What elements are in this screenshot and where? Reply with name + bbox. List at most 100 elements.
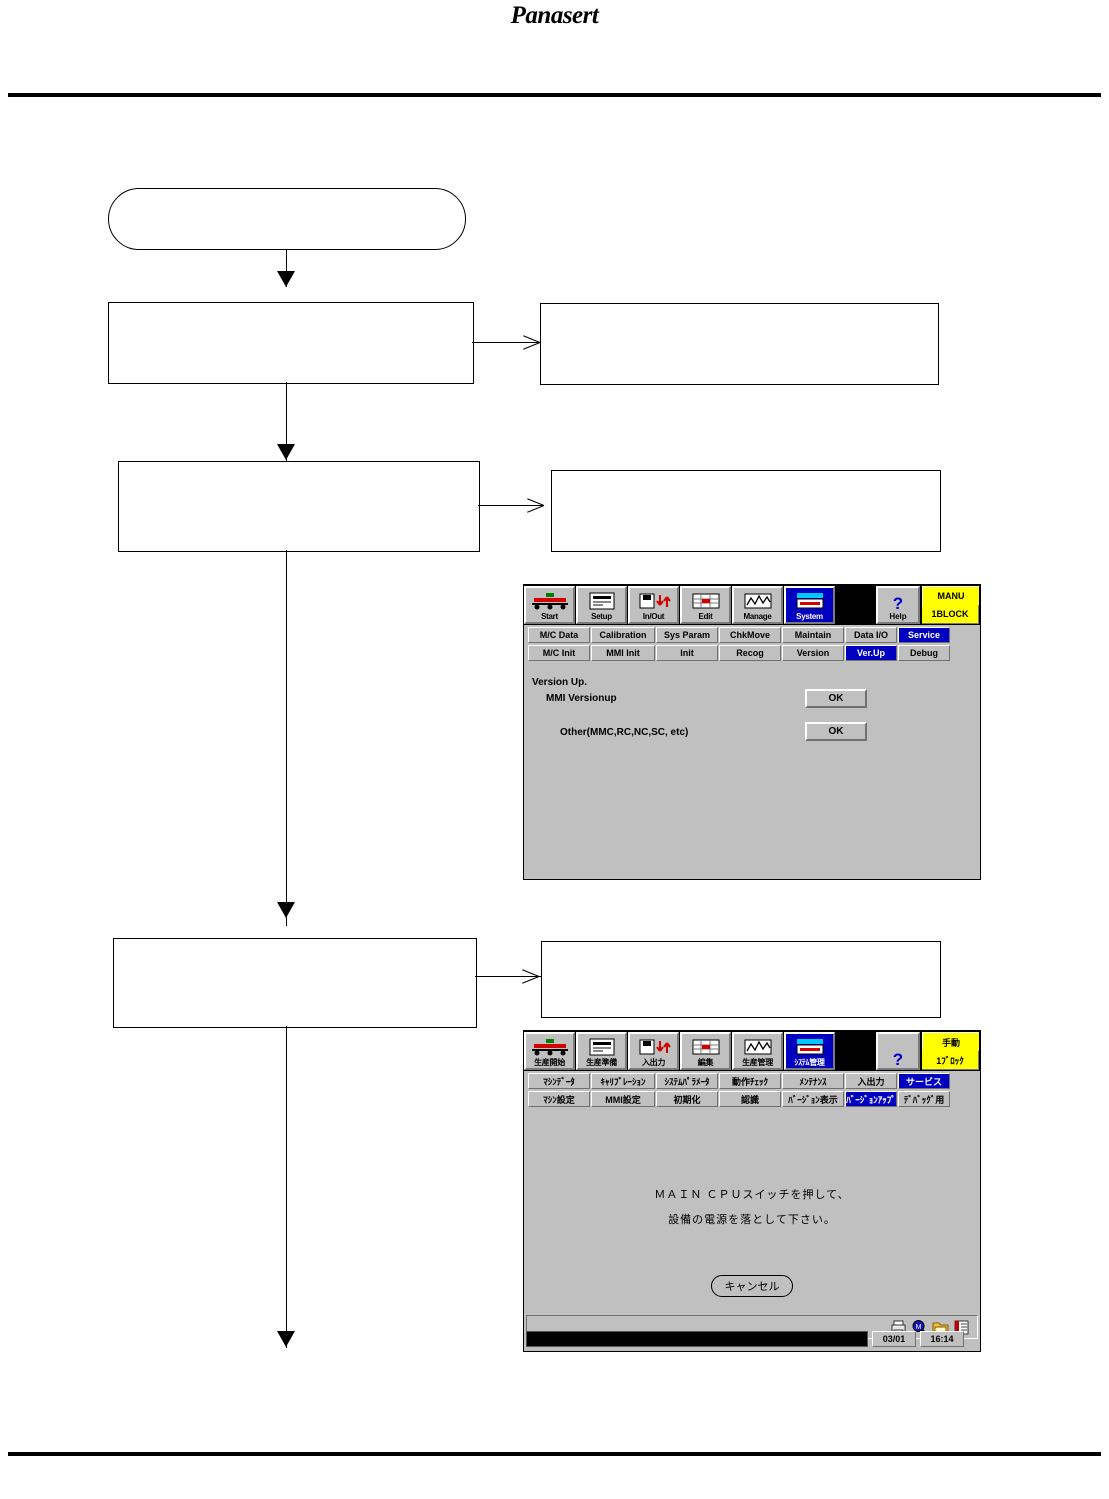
tab-sys-param[interactable]: Sys Param: [656, 627, 718, 643]
toolbar-button-label: System: [796, 612, 823, 621]
toolbar: 生産開始 生産準備: [524, 1031, 980, 1071]
tab-label: Debug: [910, 648, 938, 658]
monitor-icon: [788, 591, 832, 612]
button-label: OK: [828, 726, 844, 737]
tab-label: M/C Init: [542, 648, 576, 658]
help-button[interactable]: ?: [876, 1032, 920, 1070]
toolbar-button-system[interactable]: System: [784, 586, 835, 624]
flow-branch-line-2: [478, 505, 544, 506]
tab-operation-check[interactable]: 動作ﾁｪｯｸ: [719, 1073, 781, 1089]
toolbar-button-manage[interactable]: Manage: [732, 586, 783, 624]
tab-initialize[interactable]: 初期化: [656, 1091, 718, 1107]
chart-icon: [736, 591, 780, 612]
toolbar-spacer: [836, 1031, 876, 1071]
versionup-row-label-other: Other(MMC,RC,NC,SC, etc): [560, 727, 689, 738]
page-title: Panasert: [510, 2, 599, 29]
help-button[interactable]: ? Help: [876, 586, 920, 624]
tab-version-display[interactable]: ﾊﾞｰｼﾞｮﾝ表示: [782, 1091, 844, 1107]
tab-machine-data[interactable]: ﾏｼﾝﾃﾞｰﾀ: [528, 1073, 590, 1089]
toolbar: Start Setup: [524, 585, 980, 625]
tab-version-up[interactable]: ﾊﾞｰｼﾞｮﾝｱｯﾌﾟ: [845, 1091, 897, 1107]
tab-mc-init[interactable]: M/C Init: [528, 645, 590, 661]
toolbar-button-inout[interactable]: 入出力: [628, 1032, 679, 1070]
toolbar-button-manage[interactable]: 生産管理: [732, 1032, 783, 1070]
flow-connector-3: [286, 550, 287, 926]
tab-version[interactable]: Version: [782, 645, 844, 661]
versionup-ok-mmi[interactable]: OK: [805, 689, 867, 708]
tab-maintenance[interactable]: ﾒﾝﾃﾅﾝｽ: [782, 1073, 844, 1089]
tab-service[interactable]: Service: [898, 627, 950, 643]
tab-machine-setting[interactable]: ﾏｼﾝ設定: [528, 1091, 590, 1107]
tab-label: ﾊﾞｰｼﾞｮﾝ表示: [788, 1094, 838, 1105]
tab-system-param[interactable]: ｼｽﾃﾑﾊﾟﾗﾒｰﾀ: [656, 1073, 718, 1089]
tab-label: 認識: [740, 1094, 759, 1105]
tab-label: M/C Data: [539, 630, 579, 640]
tab-label: Recog: [736, 648, 764, 658]
toolbar-button-setup[interactable]: Setup: [576, 586, 627, 624]
grid-edit-icon: [684, 591, 728, 612]
tab-row-secondary: ﾏｼﾝ設定 MMI設定 初期化 認識 ﾊﾞｰｼﾞｮﾝ表示 ﾊﾞｰｼﾞｮﾝｱｯﾌﾟ…: [528, 1091, 951, 1107]
tab-data-io[interactable]: Data I/O: [845, 627, 897, 643]
terminal-screen-english[interactable]: Start Setup: [523, 584, 981, 880]
tab-label: ﾊﾞｰｼﾞｮﾝｱｯﾌﾟ: [846, 1094, 896, 1105]
flow-start-terminator: [108, 188, 466, 250]
flow-process-1: [108, 302, 474, 384]
toolbar-button-system[interactable]: ｼｽﾃﾑ管理: [784, 1032, 835, 1070]
toolbar-button-edit[interactable]: 編集: [680, 1032, 731, 1070]
flow-arrow-3: [277, 902, 295, 918]
chart-icon: [736, 1037, 780, 1058]
tab-label: MMI Init: [606, 648, 640, 658]
flow-arrow-4: [277, 1331, 295, 1347]
tab-init[interactable]: Init: [656, 645, 718, 661]
toolbar-button-edit[interactable]: Edit: [680, 586, 731, 624]
toolbar-button-setup[interactable]: 生産準備: [576, 1032, 627, 1070]
tab-label: 動作ﾁｪｯｸ: [731, 1076, 768, 1087]
mode-badge-bottom: 1ﾌﾞﾛｯｸ: [922, 1051, 979, 1070]
mode-badge: 手動 1ﾌﾞﾛｯｸ: [922, 1032, 979, 1070]
toolbar-button-inout[interactable]: In/Out: [628, 586, 679, 624]
svg-text:M: M: [916, 1324, 922, 1331]
tab-recog[interactable]: Recog: [719, 645, 781, 661]
tab-data-io[interactable]: 入出力: [845, 1073, 897, 1089]
toolbar-button-label: 生産準備: [586, 1058, 617, 1067]
mode-badge-top: 手動: [922, 1032, 979, 1051]
tab-debug[interactable]: ﾃﾞﾊﾞｯｸﾞ用: [898, 1091, 950, 1107]
tab-mmi-init[interactable]: MMI Init: [591, 645, 655, 661]
tab-label: ｷｬﾘﾌﾞﾚｰｼｮﾝ: [600, 1076, 646, 1087]
versionup-ok-other[interactable]: OK: [805, 722, 867, 741]
versionup-title: Version Up.: [532, 677, 588, 688]
tab-label: Calibration: [599, 630, 647, 640]
progress-bar: [526, 1331, 868, 1347]
toolbar-button-start[interactable]: Start: [524, 586, 575, 624]
tab-row-primary: ﾏｼﾝﾃﾞｰﾀ ｷｬﾘﾌﾞﾚｰｼｮﾝ ｼｽﾃﾑﾊﾟﾗﾒｰﾀ 動作ﾁｪｯｸ ﾒﾝﾃ…: [528, 1073, 951, 1089]
tab-label: Data I/O: [853, 630, 888, 640]
tab-label: ﾃﾞﾊﾞｯｸﾞ用: [903, 1094, 945, 1105]
flow-note-1: [540, 303, 939, 385]
help-icon: ?: [892, 594, 904, 613]
floppy-arrows-icon: [632, 591, 676, 612]
tab-mc-data[interactable]: M/C Data: [528, 627, 590, 643]
toolbar-spacer: [836, 585, 876, 625]
tab-calibration[interactable]: ｷｬﾘﾌﾞﾚｰｼｮﾝ: [591, 1073, 655, 1089]
footer-rule: [8, 1452, 1101, 1456]
tab-mmi-setting[interactable]: MMI設定: [591, 1091, 655, 1107]
tab-chkmove[interactable]: ChkMove: [719, 627, 781, 643]
header-rule: [8, 93, 1101, 97]
conveyor-icon: [528, 1037, 572, 1058]
versionup-row-label-mmi: MMI Versionup: [546, 693, 617, 704]
cancel-button[interactable]: キャンセル: [711, 1275, 793, 1297]
tab-service[interactable]: サービス: [898, 1073, 950, 1089]
toolbar-button-label: Edit: [698, 612, 713, 621]
flow-process-2: [118, 461, 480, 552]
tab-recognition[interactable]: 認識: [719, 1091, 781, 1107]
tab-label: ｼｽﾃﾑﾊﾟﾗﾒｰﾀ: [664, 1076, 710, 1087]
tab-debug[interactable]: Debug: [898, 645, 950, 661]
tab-ver-up[interactable]: Ver.Up: [845, 645, 897, 661]
tab-maintain[interactable]: Maintain: [782, 627, 844, 643]
tab-label: Version: [796, 648, 830, 658]
terminal-screen-japanese[interactable]: 生産開始 生産準備: [523, 1030, 981, 1352]
toolbar-button-start[interactable]: 生産開始: [524, 1032, 575, 1070]
tab-calibration[interactable]: Calibration: [591, 627, 655, 643]
date-value: 03/01: [882, 1334, 906, 1344]
flow-branch-arrow-2: [526, 496, 544, 514]
